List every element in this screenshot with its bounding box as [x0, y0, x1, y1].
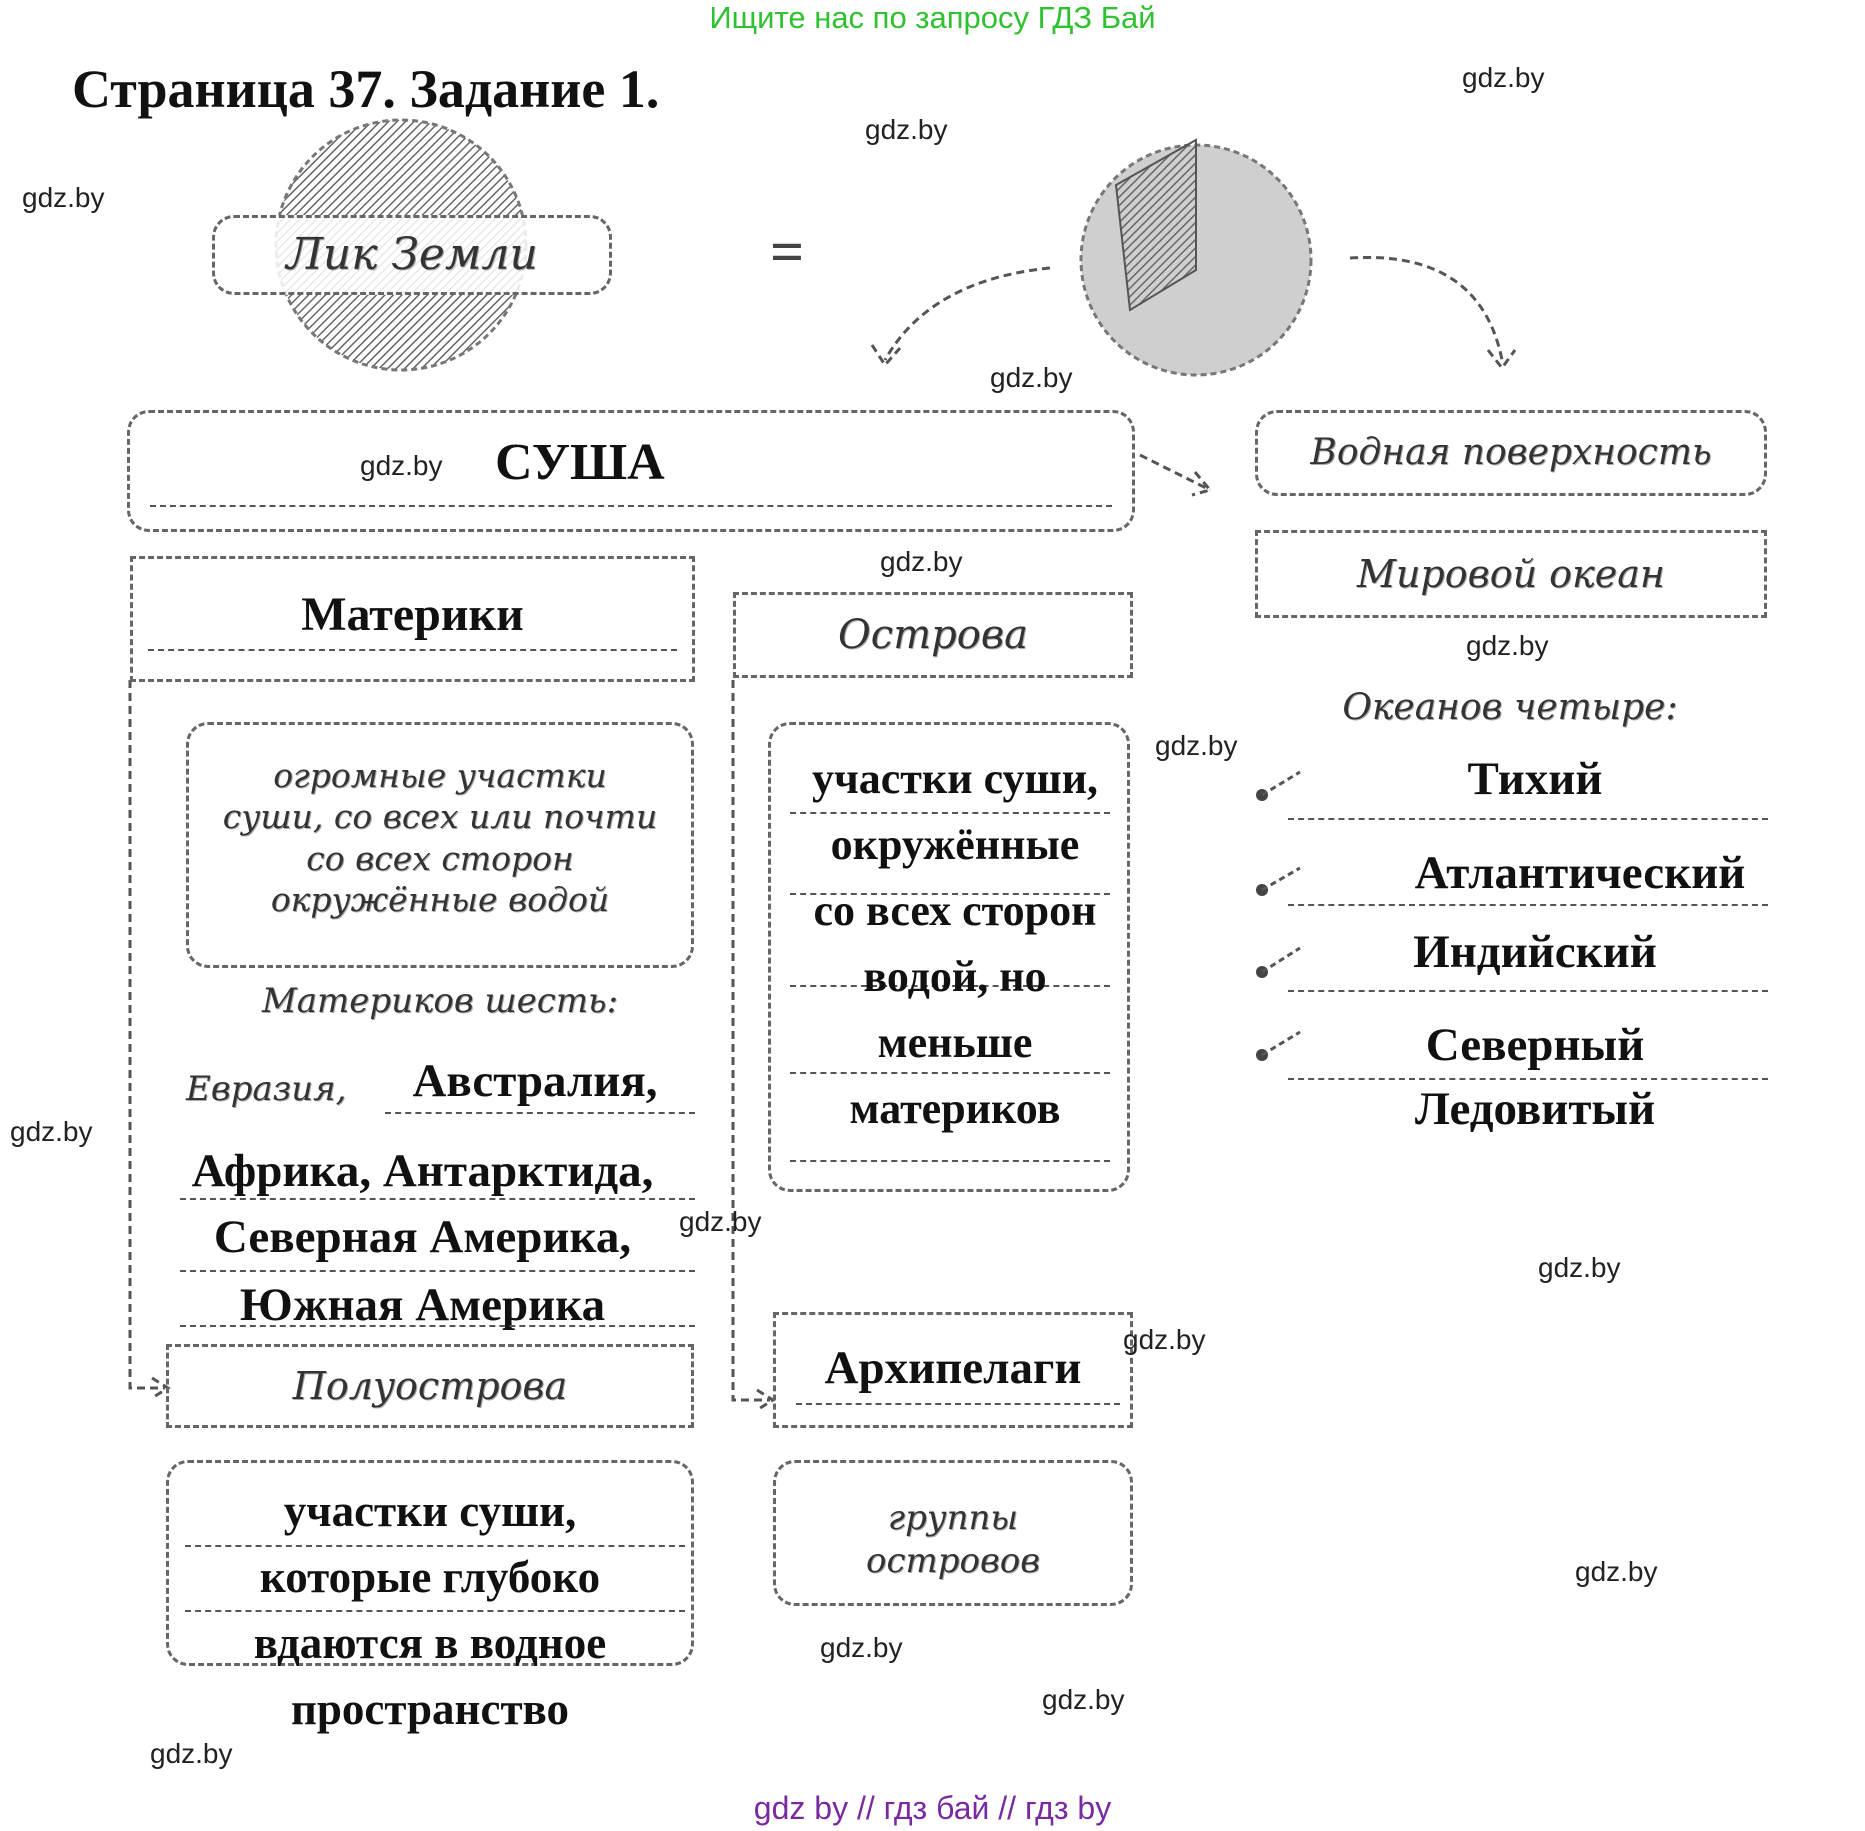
archipelagos-label: Архипелаги — [824, 1342, 1082, 1394]
island-def-line-4: водой, но — [863, 952, 1047, 1001]
continents-count: Материков шесть: — [261, 981, 619, 1021]
islands-label: Острова — [733, 592, 1133, 678]
island-def-line-6: материков — [849, 1084, 1061, 1133]
land-box: СУША — [127, 410, 1135, 532]
island-def-line-5: меньше — [877, 1018, 1033, 1067]
water-land-globe-icon — [1079, 138, 1313, 377]
continents-definition: огромные участки суши, со всех или почти… — [186, 722, 694, 968]
ocean-bullets-icon — [1256, 770, 1301, 1061]
peninsula-def-line-3: вдаются в водное — [253, 1618, 607, 1668]
watermark: gdz.by — [150, 1738, 233, 1769]
island-def-line-3: со всех сторон — [813, 886, 1097, 935]
arrow-to-water-icon — [1349, 255, 1517, 371]
earth-face-label: Лик Земли — [212, 215, 612, 295]
search-banner[interactable]: Ищите нас по запросу ГДЗ Бай — [709, 0, 1156, 35]
watermark: gdz.by — [360, 450, 443, 481]
continent-line-2: Африка, Антарктида, — [191, 1145, 654, 1197]
continent-line-1: Австралия, — [412, 1055, 658, 1107]
watermark: gdz.by — [990, 362, 1073, 393]
footer-links[interactable]: gdz by // гдз бай // гдз by — [753, 1790, 1112, 1826]
archipelagos-header: Архипелаги — [773, 1312, 1133, 1428]
continent-first: Евразия, — [186, 1069, 347, 1109]
watermark: gdz.by — [1462, 62, 1545, 93]
watermark: gdz.by — [679, 1206, 762, 1237]
equals-sign: = — [770, 219, 805, 285]
island-def-line-2: окружённые — [830, 820, 1080, 869]
peninsulas-label: Полуострова — [166, 1344, 694, 1428]
continent-line-3: Северная Америка, — [213, 1211, 632, 1263]
peninsulas-definition-box — [166, 1460, 694, 1666]
ocean-arctic-line-1: Северный — [1425, 1019, 1645, 1071]
watermark: gdz.by — [1538, 1252, 1621, 1283]
water-surface-label: Водная поверхность — [1255, 410, 1767, 496]
islands-definition-box — [768, 722, 1130, 1192]
link-land-water-icon — [1139, 453, 1213, 497]
oceans-count: Океанов четыре: — [1342, 687, 1678, 728]
archipelagos-definition: группы островов — [773, 1460, 1133, 1606]
watermark: gdz.by — [1466, 630, 1549, 661]
peninsula-def-line-1: участки суши, — [283, 1486, 577, 1536]
peninsula-def-line-2: которые глубоко — [259, 1552, 601, 1602]
ocean-arctic-line-2: Ледовитый — [1414, 1083, 1656, 1135]
arrow-to-land-icon — [870, 266, 1051, 368]
islands-bracket-icon — [731, 680, 776, 1412]
watermark: gdz.by — [1042, 1684, 1125, 1715]
continents-header: Материки — [130, 556, 695, 682]
watermark: gdz.by — [865, 114, 948, 145]
watermark: gdz.by — [1575, 1556, 1658, 1587]
watermark: gdz.by — [880, 546, 963, 577]
land-label: СУША — [495, 434, 665, 491]
island-def-line-1: участки суши, — [811, 754, 1099, 803]
world-ocean-label: Мировой океан — [1255, 530, 1767, 618]
ocean-indian: Индийский — [1413, 926, 1657, 978]
ocean-pacific: Тихий — [1467, 753, 1603, 805]
watermark: gdz.by — [22, 182, 105, 213]
peninsula-def-line-4: пространство — [290, 1684, 570, 1734]
watermark: gdz.by — [10, 1116, 93, 1147]
continent-line-4: Южная Америка — [239, 1279, 606, 1331]
watermark: gdz.by — [820, 1632, 903, 1663]
watermark: gdz.by — [1123, 1324, 1206, 1355]
page-title: Страница 37. Задание 1. — [72, 59, 660, 119]
ocean-atlantic: Атлантический — [1414, 847, 1746, 899]
continents-label: Материки — [301, 588, 524, 641]
watermark: gdz.by — [1155, 730, 1238, 761]
